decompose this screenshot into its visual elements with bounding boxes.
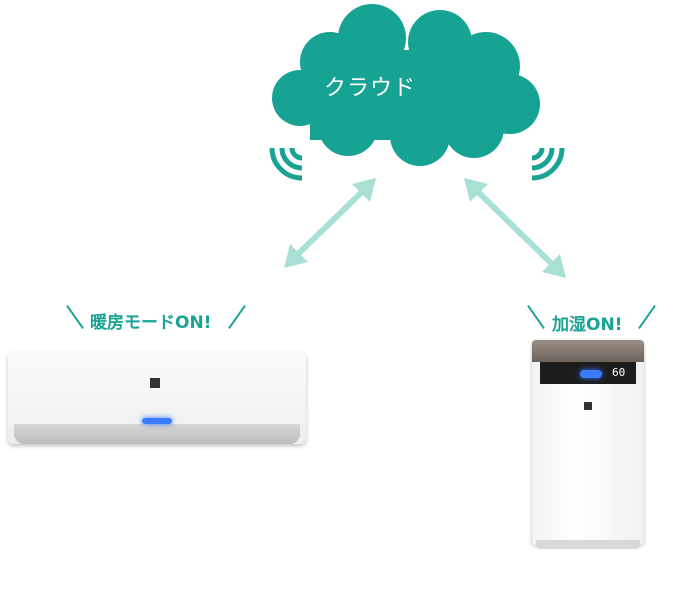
humidifier-blue-light — [580, 370, 602, 378]
humidifier-caption: 加湿ON! — [552, 315, 623, 335]
ac-logo-icon — [150, 378, 160, 388]
humidifier-logo-icon — [584, 402, 592, 410]
cloud-label: クラウド — [323, 76, 416, 101]
humidifier-base — [536, 540, 640, 549]
humidifier-top — [532, 340, 644, 362]
ac-vent — [14, 424, 300, 444]
humidifier-display-value: 60 — [612, 366, 626, 379]
ac-caption: 暖房モードON! — [90, 313, 212, 333]
signal-left-icon — [269, 147, 303, 181]
ac-indicator-light — [142, 418, 172, 424]
signal-right-icon — [531, 147, 565, 181]
